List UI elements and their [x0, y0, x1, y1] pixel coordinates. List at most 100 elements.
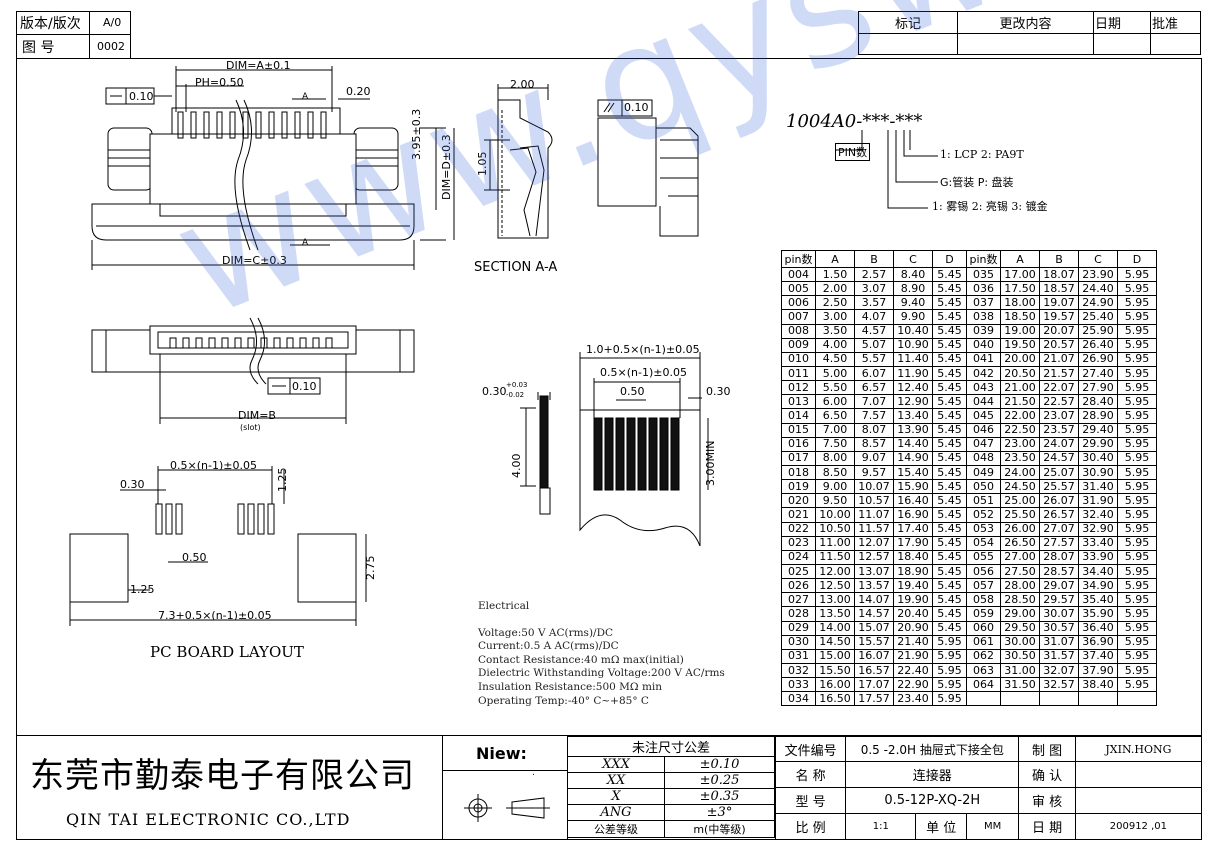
- model-value: 0.5-12P-XQ-2H: [845, 787, 1020, 814]
- unit-label: 单 位: [915, 813, 967, 840]
- pin-table-cell: 18.07: [1039, 266, 1079, 283]
- pin-table-cell: 5.95: [1117, 380, 1157, 396]
- dim-c: DIM=C±0.3: [222, 254, 287, 267]
- pin-table-cell: 5.95: [1117, 549, 1157, 565]
- pin-table-cell: 29.90: [1078, 436, 1118, 452]
- pin-table-cell: 5.00: [815, 365, 855, 382]
- pin-table-cell: 5.95: [1117, 281, 1157, 297]
- pin-table-cell: 11.40: [893, 351, 933, 367]
- pin-table-cell: 5.45: [932, 351, 967, 367]
- pin-table-cell: 26.57: [1039, 507, 1079, 523]
- pin-col-header: D: [1117, 250, 1157, 268]
- pin-table-cell: 5.95: [1117, 662, 1157, 679]
- pin-table-cell: 5.45: [932, 337, 967, 353]
- pin-table-cell: 5.95: [1117, 677, 1157, 693]
- pin-table-cell: 30.50: [1000, 648, 1040, 664]
- pin-table-cell: 029: [781, 620, 816, 636]
- dim-105: 1.05: [476, 151, 489, 177]
- dim-a: DIM=A±0.1: [226, 59, 291, 72]
- pin-table-cell: 34.90: [1078, 578, 1118, 594]
- pin-table-cell: 034: [781, 691, 816, 707]
- pin-table-cell: 5.07: [854, 337, 894, 353]
- pin-table-cell: 14.50: [815, 634, 855, 650]
- pin-table-cell: 054: [966, 535, 1001, 551]
- part-plating: 1: 雾锡 2: 亮锡 3: 镀金: [932, 200, 1048, 213]
- pin-table-cell: 5.45: [932, 606, 967, 622]
- pin-table-cell: 2.50: [815, 295, 855, 311]
- pin-table-cell: 30.90: [1078, 464, 1118, 481]
- pin-table-cell: 31.90: [1078, 493, 1118, 509]
- fpc-050: 0.50: [620, 385, 645, 398]
- pin-table-cell: 32.57: [1039, 677, 1079, 693]
- pin-table-cell: 030: [781, 634, 816, 650]
- pin-table-cell: 004: [781, 266, 816, 283]
- pin-table-cell: 5.45: [932, 450, 967, 466]
- pin-table-cell: 11.00: [815, 535, 855, 551]
- pin-table-cell: 7.00: [815, 422, 855, 438]
- pin-table-cell: 5.95: [1117, 436, 1157, 452]
- pin-table-cell: 5.95: [1117, 351, 1157, 367]
- pin-table-cell: 31.40: [1078, 479, 1118, 495]
- scale-label: 比 例: [774, 813, 847, 840]
- pin-table-cell: 20.50: [1000, 365, 1040, 382]
- pin-table-cell: 5.45: [932, 620, 967, 636]
- pin-table-cell: 21.50: [1000, 394, 1040, 410]
- pin-table-cell: 16.07: [854, 648, 894, 664]
- pin-table-cell: 30.57: [1039, 620, 1079, 636]
- pin-table-cell: 005: [781, 281, 816, 297]
- pin-table-cell: 16.90: [893, 507, 933, 523]
- pin-table-cell: 27.90: [1078, 380, 1118, 396]
- electrical-line: Insulation Resistance:500 MΩ min: [478, 680, 663, 693]
- dim-395: 3.95±0.3: [410, 108, 423, 160]
- tol-value: ±0.35: [664, 788, 775, 805]
- pin-table-cell: 009: [781, 337, 816, 353]
- pin-table-cell: 23.40: [893, 691, 933, 707]
- pin-table-cell: 21.90: [893, 648, 933, 664]
- pin-table-cell: 33.90: [1078, 549, 1118, 565]
- pin-table-cell: 6.50: [815, 408, 855, 424]
- pin-table-cell: 15.57: [854, 634, 894, 650]
- scale-value: 1:1: [845, 813, 917, 840]
- pin-table-cell: 23.50: [1000, 450, 1040, 466]
- tol-name: 公差等级: [567, 820, 665, 838]
- pin-table-cell: 024: [781, 549, 816, 565]
- pin-table-cell: 16.50: [815, 691, 855, 707]
- pin-table-cell: 14.00: [815, 620, 855, 636]
- pcb-050: 0.50: [182, 551, 207, 564]
- pin-table-cell: 8.00: [815, 450, 855, 466]
- pin-table-cell: 13.07: [854, 563, 894, 580]
- pin-table-cell: 9.00: [815, 479, 855, 495]
- front-view: [91, 66, 455, 270]
- pin-table-cell: 8.07: [854, 422, 894, 438]
- pin-table-cell: 014: [781, 408, 816, 424]
- pin-table-cell: 5.45: [932, 563, 967, 580]
- pin-table-cell: 5.95: [932, 648, 967, 664]
- pin-table-cell: 5.95: [1117, 394, 1157, 410]
- rev-col-approve: 批准: [1150, 11, 1201, 34]
- fpc-view: [520, 352, 709, 547]
- pin-table-cell: 2.57: [854, 266, 894, 283]
- pin-table-cell: 21.57: [1039, 365, 1079, 382]
- fpc-tol-plus: +0.03: [506, 381, 528, 389]
- pin-table-cell: [1078, 691, 1118, 707]
- pin-table-cell: 12.07: [854, 535, 894, 551]
- pin-table-cell: 5.45: [932, 479, 967, 495]
- pin-table-cell: 13.57: [854, 578, 894, 594]
- pin-table-cell: 11.90: [893, 365, 933, 382]
- revision-table: 标记 更改内容 日期 批准: [858, 11, 1201, 55]
- pin-table-cell: 006: [781, 295, 816, 311]
- pin-table-cell: 26.00: [1000, 521, 1040, 537]
- pin-table-cell: 6.57: [854, 380, 894, 396]
- pin-table-cell: 7.07: [854, 394, 894, 410]
- pin-table-cell: 27.40: [1078, 365, 1118, 382]
- review-label: 审 核: [1018, 787, 1076, 814]
- pin-table-cell: 35.40: [1078, 592, 1118, 608]
- pin-table-cell: 036: [966, 281, 1001, 297]
- pin-table-cell: 9.07: [854, 450, 894, 466]
